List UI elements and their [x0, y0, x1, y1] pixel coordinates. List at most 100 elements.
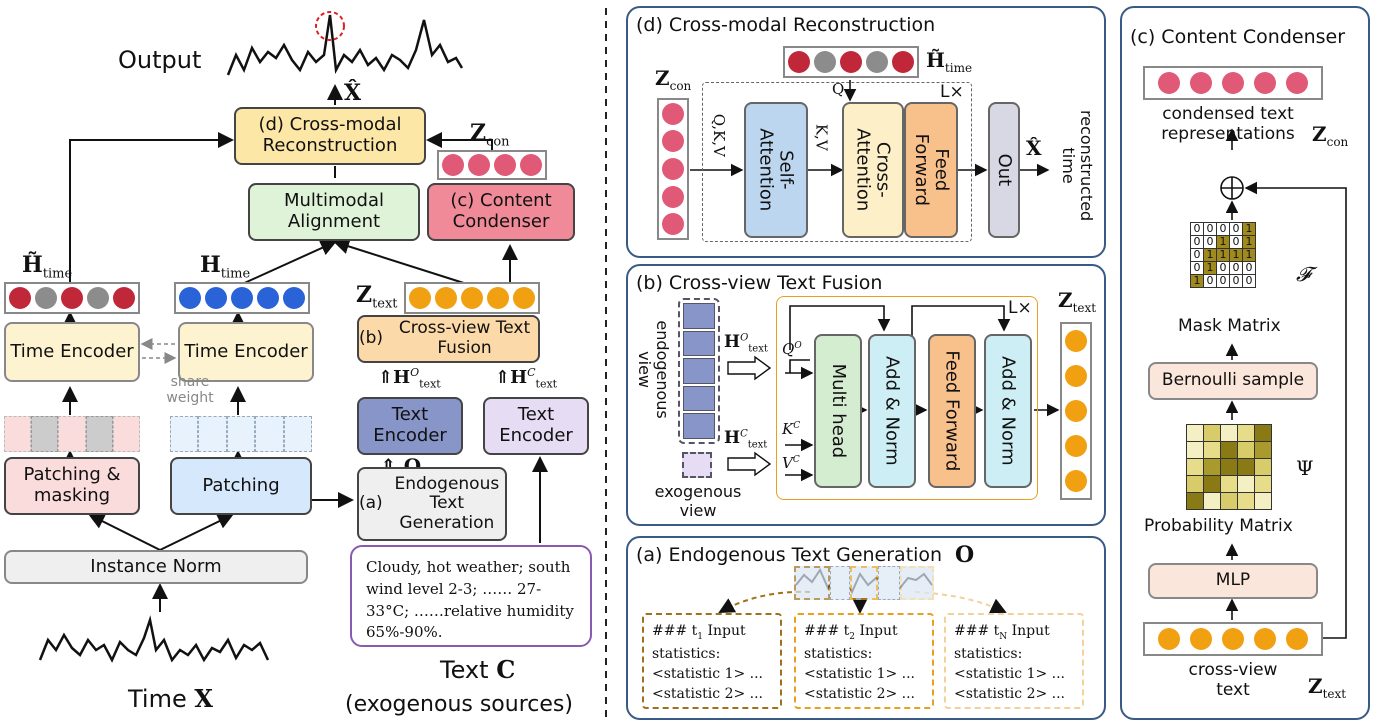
cross-modal-reconstruction-box: (d) Cross-modal Reconstruction — [234, 107, 426, 165]
z-con-dot — [1222, 72, 1244, 94]
prob-cell — [1237, 441, 1255, 459]
orange-dot — [1190, 628, 1212, 650]
gray-dot — [866, 51, 888, 73]
mlp-box: MLP — [1148, 563, 1318, 599]
prob-cell — [1203, 492, 1221, 510]
patch — [58, 416, 86, 452]
stat-block-1: ### t1 Input statistics: <statistic 1> .… — [642, 613, 782, 709]
prob-cell — [1186, 492, 1204, 510]
text-encoder-endogenous: Text Encoder — [357, 397, 463, 455]
stat-head: ### t2 Input — [804, 623, 898, 642]
panel-c-z-con: Zcon — [1312, 122, 1349, 149]
segment-n — [900, 566, 934, 600]
segment-2 — [850, 566, 878, 600]
panel-d-h-time-strip — [783, 46, 919, 78]
gray-dot — [35, 287, 57, 309]
z-con-dot — [1158, 72, 1180, 94]
text-encoder-exogenous: Text Encoder — [483, 397, 589, 455]
panel-b-q-o: QO — [782, 340, 802, 358]
z-con-dot — [662, 130, 684, 153]
panel-content-condenser — [1120, 6, 1370, 720]
panel-d-z-con: Zcon — [655, 66, 692, 93]
z-con-dot — [662, 213, 684, 236]
patch — [198, 416, 227, 452]
exogenous-view-label: exogenous view — [654, 482, 742, 521]
orange-dot — [1065, 399, 1087, 422]
share-weight-label: share weight — [166, 374, 214, 407]
condensed-label: condensed text representations — [1161, 104, 1295, 145]
h-time-label: Htime — [200, 252, 251, 282]
time-label: Time X — [128, 684, 213, 713]
blue-dot — [205, 287, 227, 309]
z-text-strip — [404, 282, 540, 314]
red-dot — [113, 287, 135, 309]
panel-d-q: Q — [832, 80, 845, 98]
prob-cell — [1220, 424, 1238, 442]
prob-cell — [1237, 492, 1255, 510]
x-hat-label: X̂ — [344, 80, 362, 106]
z-con-dot — [1254, 72, 1276, 94]
prob-cell — [1237, 424, 1255, 442]
orange-dot — [409, 287, 431, 309]
feed-forward-box: Feed Forward — [904, 102, 958, 238]
masked-patches — [4, 416, 141, 452]
panel-d-x-hat: X̂ — [1026, 136, 1042, 160]
prob-cell — [1220, 441, 1238, 459]
patch — [226, 416, 256, 452]
panel-cross-modal-reconstruction — [626, 6, 1106, 258]
panel-b-v-c: VC — [782, 454, 800, 472]
blue-dot — [283, 287, 305, 309]
z-con-label: Zcon — [470, 120, 510, 150]
z-con-dot — [662, 157, 684, 180]
stat-line: <statistic 2> ... — [954, 686, 1066, 703]
blue-dot — [257, 287, 279, 309]
stat-line: <statistic 1> ... — [954, 666, 1066, 683]
prob-cell — [1186, 458, 1204, 476]
endogenous-text-generation-box: (a)Endogenous Text Generation — [357, 467, 507, 541]
h-text-c-label: ⇑HCtext — [495, 366, 558, 391]
out-box: Out — [988, 102, 1020, 238]
instance-norm-box: Instance Norm — [4, 550, 308, 584]
red-dot — [788, 51, 810, 73]
h-text-o-label: ⇑HOtext — [378, 366, 441, 391]
multi-head-box: Multi head — [814, 334, 862, 488]
patching-masking-box: Patching & masking — [4, 457, 140, 515]
prob-cell — [1186, 475, 1204, 493]
z-con-dot — [442, 154, 464, 176]
panel-d-kv: K,V — [812, 123, 831, 151]
prob-cell — [1254, 458, 1272, 476]
panel-b-z-text-strip — [1060, 322, 1092, 500]
prob-cell — [1203, 441, 1221, 459]
h-time-strip — [174, 282, 310, 314]
panel-d-h-time: H̃time — [926, 48, 973, 75]
orange-dot — [1158, 628, 1180, 650]
stat-line: <statistic 2> ... — [804, 686, 916, 703]
panel-cross-view-text-fusion — [626, 264, 1106, 526]
orange-dot — [461, 287, 483, 309]
prob-cell — [1220, 475, 1238, 493]
endogenous-view-stack — [678, 298, 720, 444]
stat-line: <statistic 2> ... — [652, 686, 764, 703]
segment-1 — [794, 566, 830, 600]
cross-view-text-label: cross-view text — [1188, 660, 1278, 701]
orange-dot — [1065, 434, 1087, 457]
z-con-dot — [494, 154, 516, 176]
exogenous-view-cell — [682, 452, 712, 478]
panel-b-k-c: KC — [782, 420, 801, 438]
prob-cell — [1237, 475, 1255, 493]
patch — [4, 416, 32, 452]
stat-block-2: ### t2 Input statistics: <statistic 1> .… — [794, 613, 934, 709]
patch — [283, 416, 313, 452]
prob-cell — [1237, 458, 1255, 476]
panel-b-h-c: HCtext — [724, 428, 768, 451]
probability-matrix-label: Probability Matrix — [1144, 516, 1293, 536]
z-con-dot — [1286, 72, 1308, 94]
blue-dot — [179, 287, 201, 309]
z-text-label: Ztext — [356, 282, 398, 312]
time-encoder: Time Encoder — [178, 322, 314, 382]
f-symbol: 𝓕 — [1296, 262, 1311, 286]
add-norm-box-2: Add & Norm — [984, 334, 1032, 488]
psi-symbol: Ψ — [1296, 456, 1314, 480]
gray-dot — [87, 287, 109, 309]
